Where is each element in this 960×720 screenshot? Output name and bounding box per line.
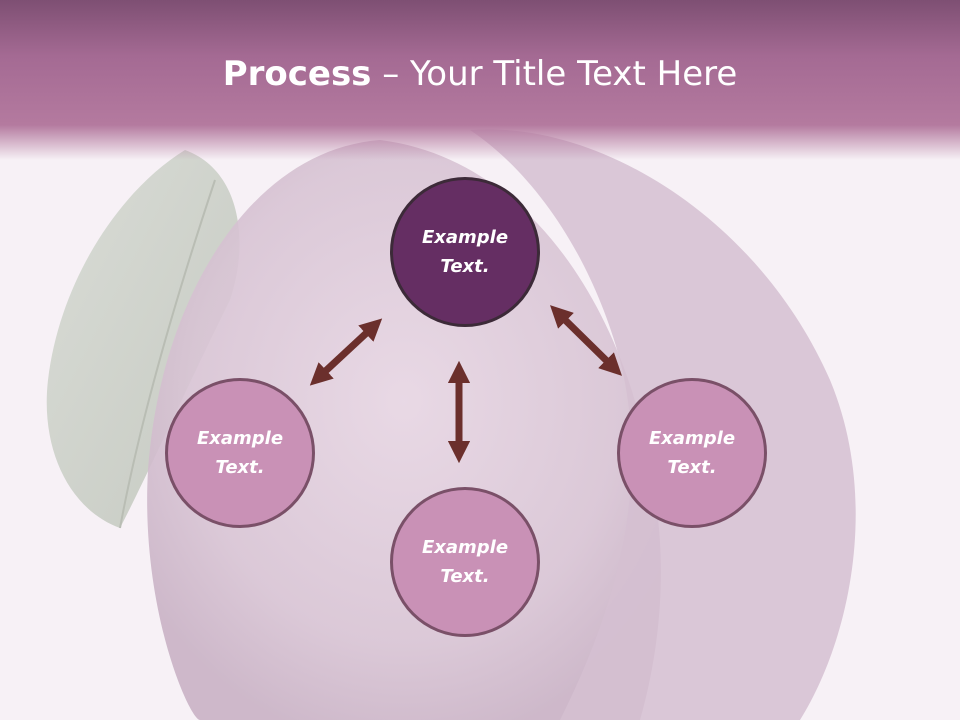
node-left-label: Example Text.: [196, 428, 284, 478]
title-banner: [0, 0, 960, 160]
title-bold: Process: [222, 54, 372, 94]
slide-title: Process – Your Title Text Here: [0, 52, 960, 96]
process-node-top: Example Text.: [390, 177, 540, 327]
process-node-bottom: Example Text.: [390, 487, 540, 637]
leaf-vein: [119, 179, 216, 529]
leaf-shape: [46, 150, 240, 528]
node-right-label: Example Text.: [648, 428, 736, 478]
process-node-left: Example Text.: [165, 378, 315, 528]
title-rest: – Your Title Text Here: [371, 54, 738, 94]
process-node-right: Example Text.: [617, 378, 767, 528]
node-bottom-label: Example Text.: [421, 537, 509, 587]
node-top-label: Example Text.: [421, 227, 509, 277]
